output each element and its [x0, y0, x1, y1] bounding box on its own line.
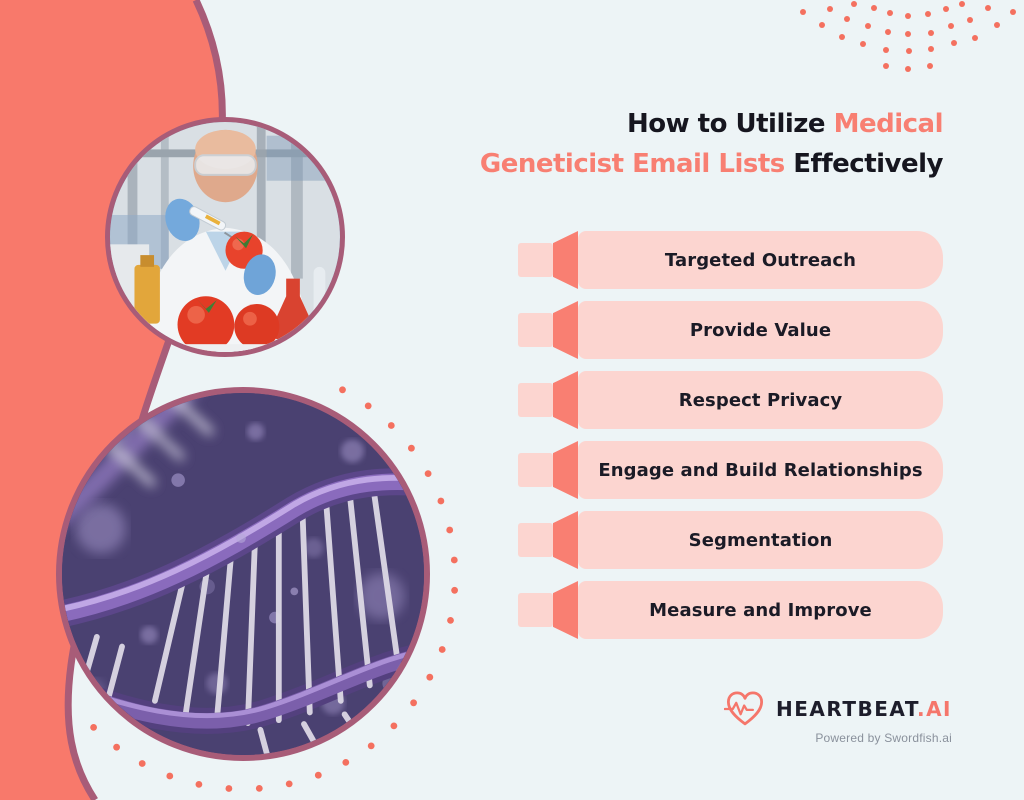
step-arrow-shape	[553, 581, 578, 639]
step-bar: Engage and Build Relationships	[578, 441, 943, 499]
step-label: Measure and Improve	[649, 599, 872, 621]
step-tab-shape	[518, 593, 553, 627]
step-label: Segmentation	[688, 529, 833, 551]
dna-helix-photo	[56, 387, 430, 761]
step-bar: Measure and Improve	[578, 581, 943, 639]
step-arrow-shape	[553, 441, 578, 499]
step-tab-shape	[518, 453, 553, 487]
scientist-illustration	[110, 122, 340, 352]
step-item-4: Engage and Build Relationships	[518, 441, 943, 499]
step-tab-shape	[518, 243, 553, 277]
title-line: How to Utilize Medical	[383, 104, 944, 144]
step-item-5: Segmentation	[518, 511, 943, 569]
step-bar: Respect Privacy	[578, 371, 943, 429]
step-bar: Provide Value	[578, 301, 943, 359]
step-bar: Segmentation	[578, 511, 943, 569]
brand-name-main: HEARTBEAT	[776, 697, 917, 721]
step-arrow-shape	[553, 371, 578, 429]
title-segment: How to Utilize	[626, 109, 834, 139]
step-bar: Targeted Outreach	[578, 231, 943, 289]
step-item-3: Respect Privacy	[518, 371, 943, 429]
step-arrow-shape	[553, 511, 578, 569]
step-tab-shape	[518, 523, 553, 557]
step-item-1: Targeted Outreach	[518, 231, 943, 289]
title-segment: Medical	[833, 109, 944, 139]
step-tab-shape	[518, 313, 553, 347]
title-segment: Effectively	[784, 149, 943, 179]
step-arrow-shape	[553, 301, 578, 359]
step-label: Provide Value	[689, 319, 832, 341]
top-right-dots-pattern	[800, 1, 1016, 72]
scientist-tomato-photo	[105, 117, 345, 357]
brand-tagline: Powered by Swordfish.ai	[815, 731, 952, 745]
step-tab-shape	[518, 383, 553, 417]
title-line: Geneticist Email Lists Effectively	[383, 144, 944, 184]
step-label: Respect Privacy	[678, 389, 843, 411]
dna-circle-dots-pattern	[90, 386, 458, 792]
step-item-2: Provide Value	[518, 301, 943, 359]
step-label: Targeted Outreach	[664, 249, 857, 271]
brand-footer: HEARTBEAT.AI Powered by Swordfish.ai	[724, 690, 952, 745]
brand-name: HEARTBEAT.AI	[776, 697, 952, 721]
step-arrow-shape	[553, 231, 578, 289]
dna-illustration	[62, 393, 424, 755]
heartbeat-logo-icon	[724, 691, 764, 726]
steps-list: Targeted Outreach Provide Value Respect …	[518, 231, 943, 639]
step-item-6: Measure and Improve	[518, 581, 943, 639]
brand-name-suffix: .AI	[916, 697, 952, 721]
step-label: Engage and Build Relationships	[598, 459, 923, 481]
title-segment: Geneticist Email Lists	[479, 149, 785, 179]
